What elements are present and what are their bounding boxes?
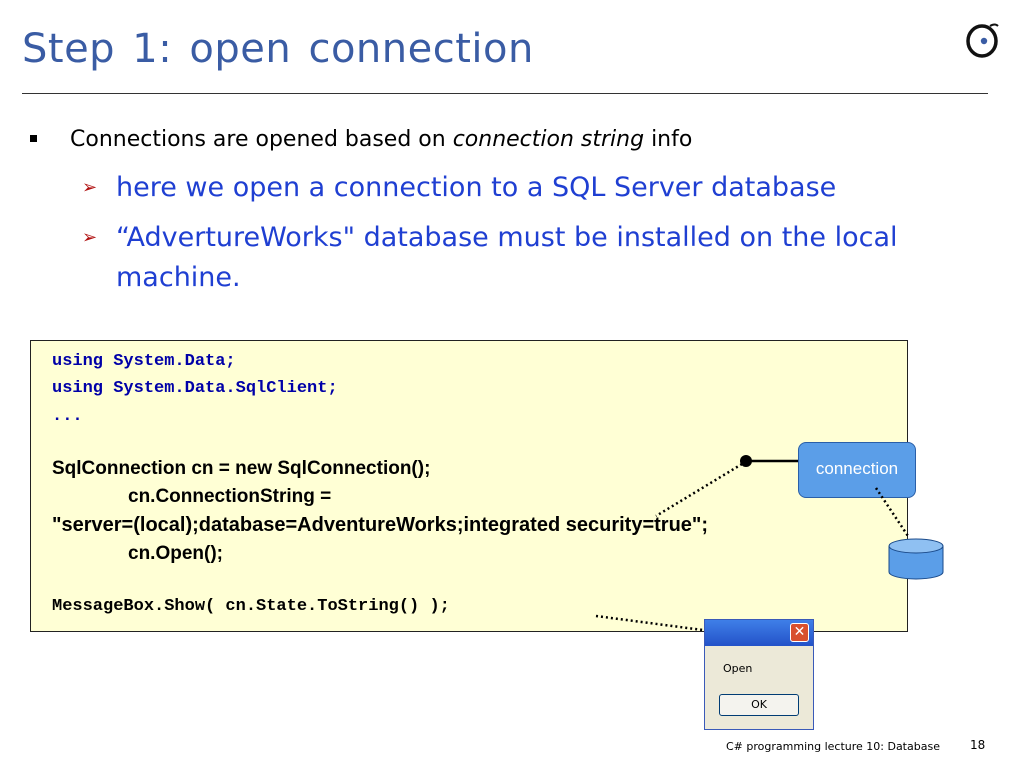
connection-callout: connection — [798, 442, 916, 498]
dotted-pointer — [874, 487, 910, 537]
logo-icon — [966, 23, 999, 58]
dotted-pointer — [655, 462, 743, 518]
page-number: 18 — [970, 738, 986, 752]
main-bullet-text: Connections are opened based on connecti… — [70, 127, 693, 152]
close-icon[interactable]: ✕ — [790, 623, 809, 642]
square-bullet-icon — [30, 135, 37, 142]
code-line: ... — [52, 407, 83, 426]
sub-bullet-text: “AdvertureWorks" database must be instal… — [116, 222, 898, 293]
code-line: cn.Open(); — [128, 543, 223, 564]
title-divider — [22, 93, 988, 94]
arrow-bullet-icon: ➢ — [82, 177, 98, 198]
code-line: MessageBox.Show( cn.State.ToString() ); — [52, 597, 450, 616]
arrow-bullet-icon: ➢ — [82, 227, 98, 248]
code-line: "server=(local);database=AdventureWorks;… — [52, 514, 709, 536]
slide-title: Step 1: open connection — [22, 26, 534, 72]
code-box — [30, 340, 908, 632]
callout-dot — [740, 455, 752, 467]
ok-button[interactable]: OK — [719, 694, 799, 716]
code-line: SqlConnection cn = new SqlConnection(); — [52, 458, 431, 479]
slide-footer: C# programming lecture 10: Database — [726, 740, 940, 753]
message-box-dialog: ✕ Open OK — [704, 619, 814, 730]
code-line: cn.ConnectionString = — [128, 486, 332, 507]
code-line: using System.Data.SqlClient; — [52, 379, 338, 398]
code-line: using System.Data; — [52, 352, 236, 371]
dotted-pointer — [595, 614, 719, 634]
sub-bullet-text: here we open a connection to a SQL Serve… — [116, 172, 837, 203]
database-icon — [888, 538, 944, 580]
dialog-message: Open — [723, 662, 753, 675]
